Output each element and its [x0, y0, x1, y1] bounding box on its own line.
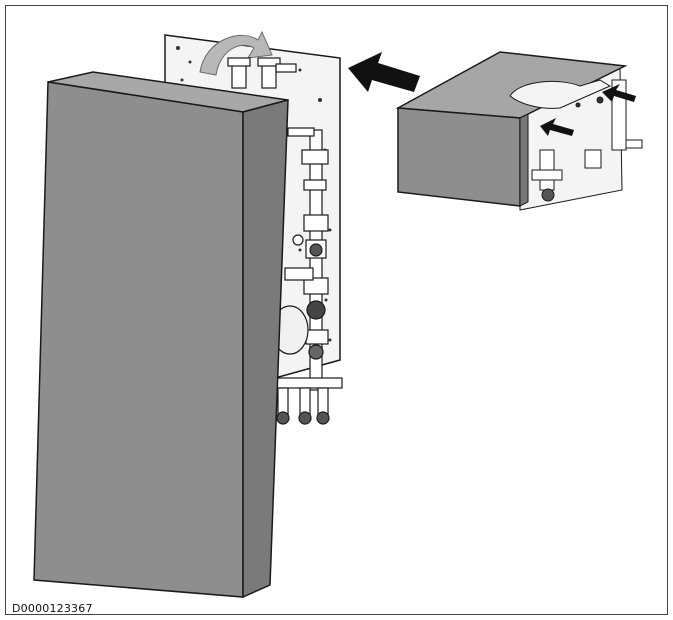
arrow-small-icon — [540, 84, 636, 136]
rotate-arrow-icon — [199, 30, 273, 76]
front-cover — [33, 71, 289, 599]
pipework — [227, 57, 343, 425]
figure-id-label: D0000123367 — [12, 602, 93, 615]
arrow-left-icon — [348, 52, 420, 92]
top-cover — [395, 51, 643, 211]
